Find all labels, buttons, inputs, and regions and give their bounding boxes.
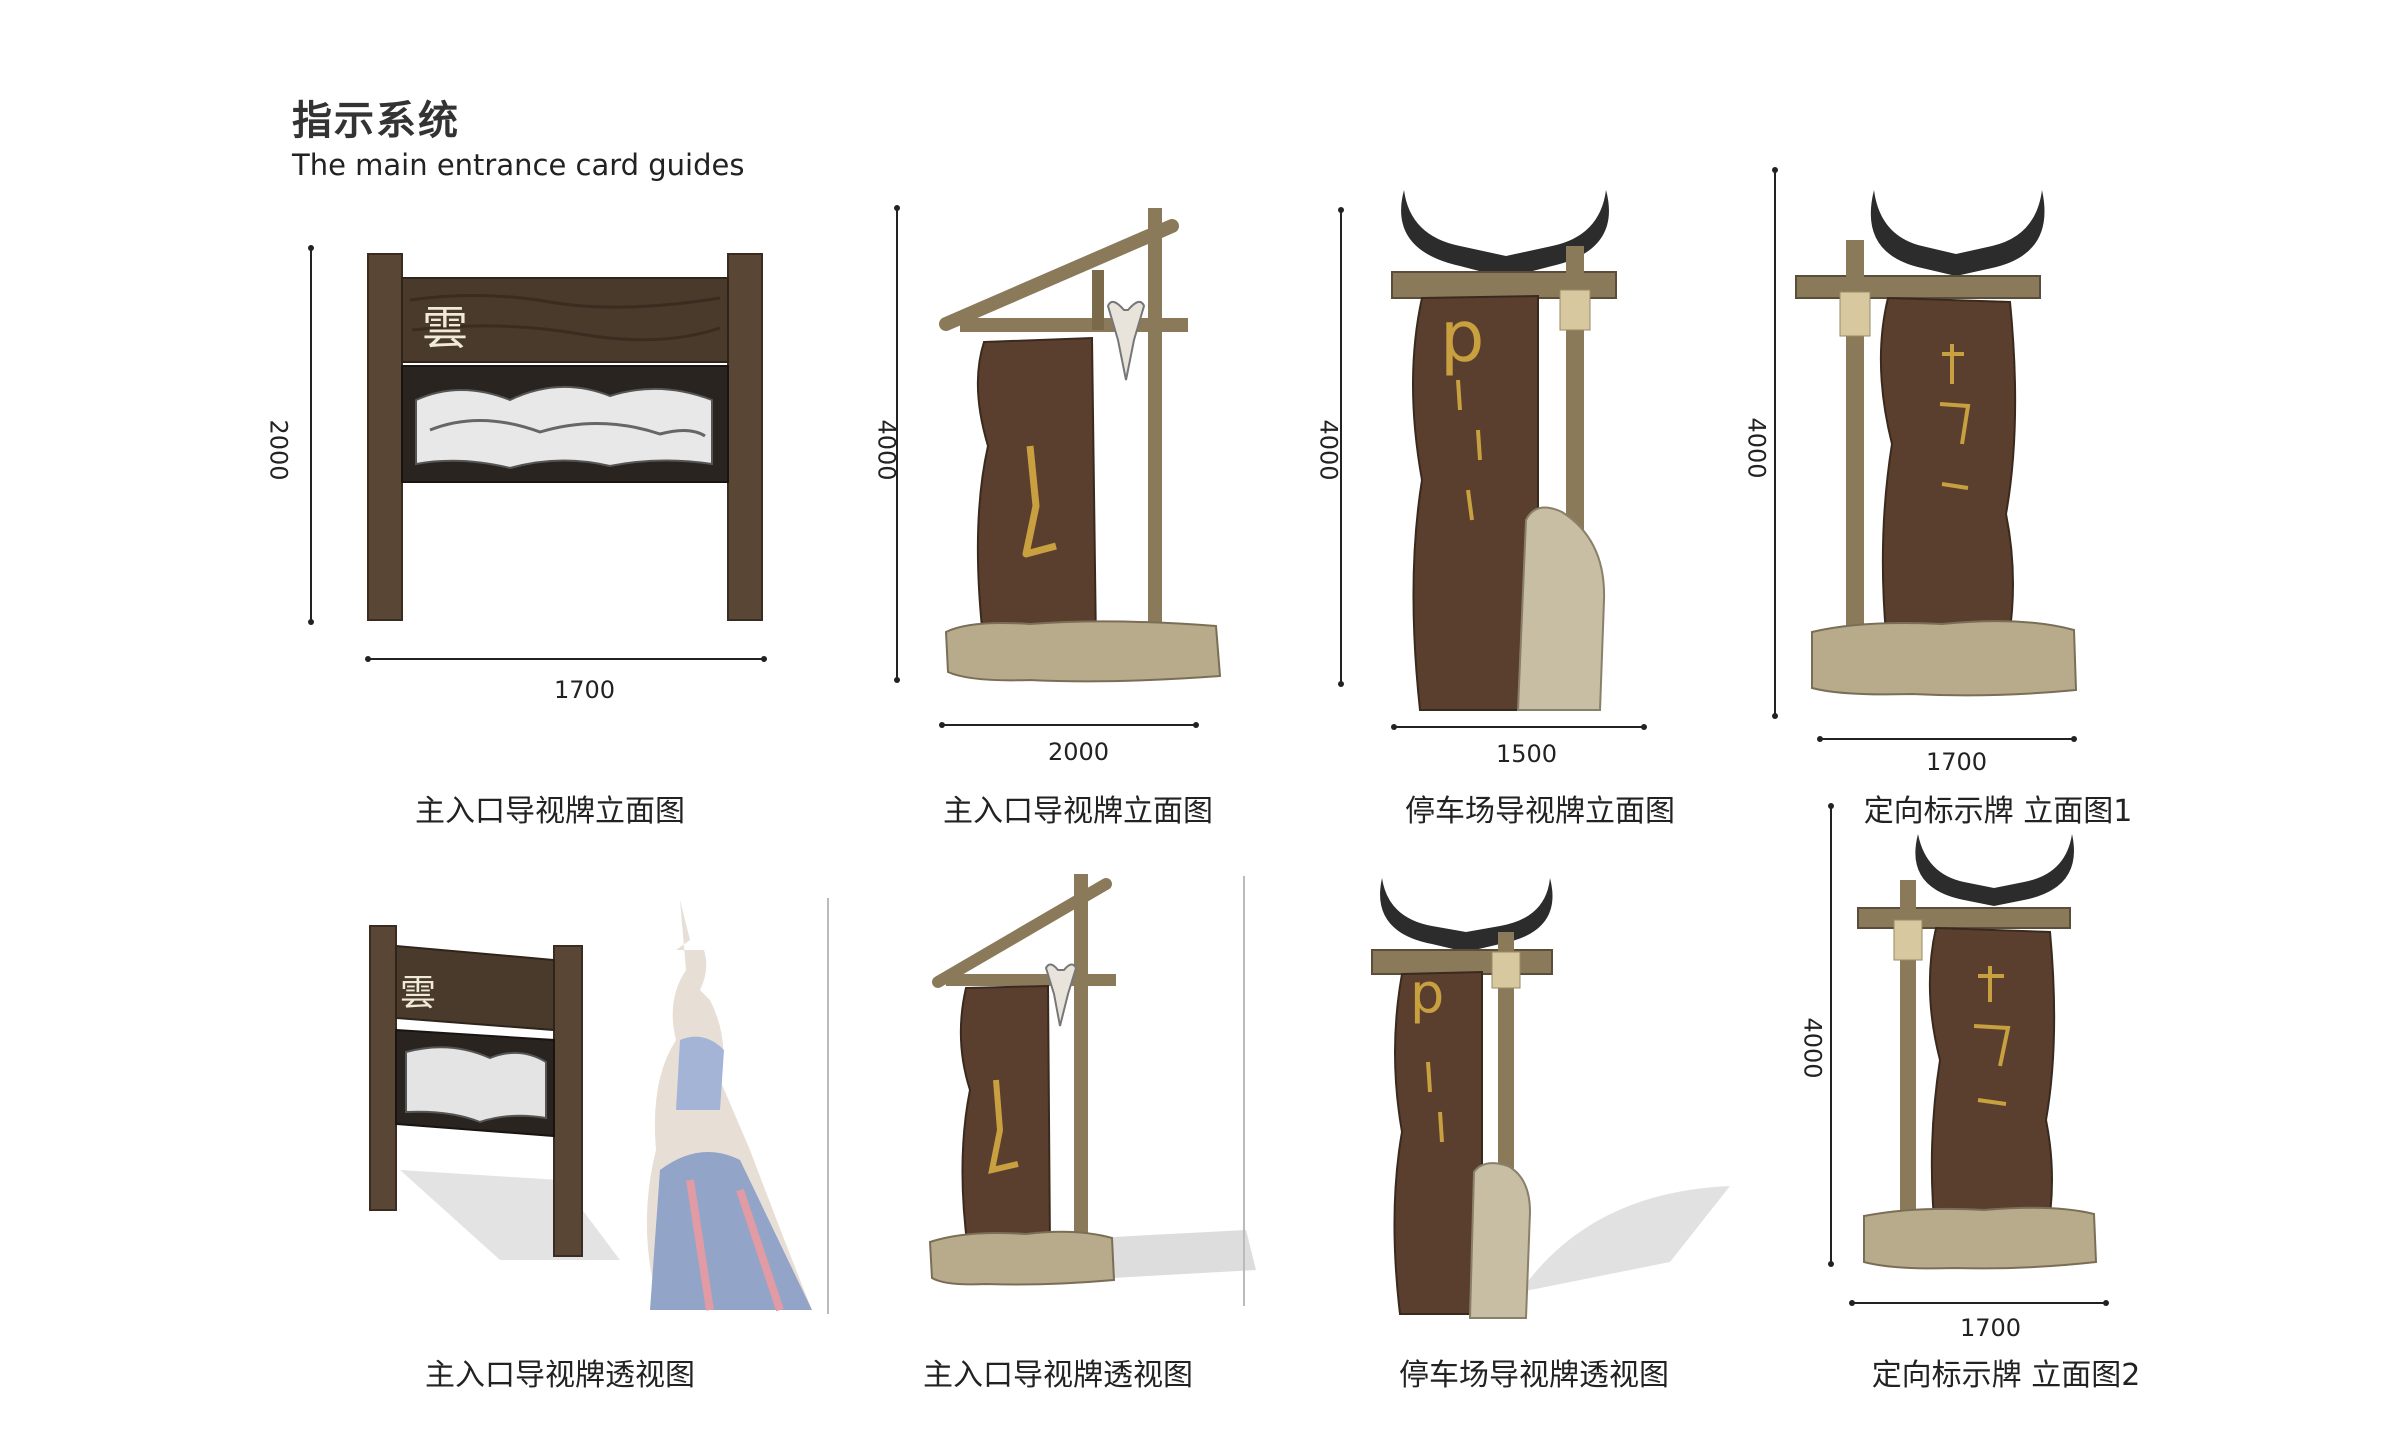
parking-glyph: p [1440,296,1485,378]
gate-perspective-drawing [928,874,1256,1306]
height-dimension-line [896,208,898,680]
width-dimension-line [368,658,764,660]
parking-glyph: p [1410,962,1445,1025]
width-dimension-label: 1500 [1496,740,1558,768]
section-subtitle: The main entrance card guides [292,148,745,182]
width-dimension-label: 1700 [1960,1314,2022,1342]
sign-glyph: 雲 [400,973,437,1014]
width-dimension-line [1394,726,1644,728]
height-dimension-line [1340,210,1342,684]
parking-sign-drawing [1391,190,1617,711]
figure-caption: 主入口导视牌立面图 [943,794,1213,829]
direction-sign-drawing [1795,190,2078,697]
figure-caption: 主入口导视牌透视图 [425,1358,695,1393]
main-entrance-perspective-drawing [369,898,829,1314]
width-dimension-line [1852,1302,2106,1304]
height-dimension-label: 4000 [1798,1017,1827,1079]
height-dimension-line [310,248,312,622]
height-dimension-label: 4000 [1742,417,1771,479]
figure-caption: 主入口导视牌透视图 [923,1358,1193,1393]
width-dimension-label: 2000 [1048,738,1110,766]
parking-perspective-drawing [1371,878,1730,1319]
gate-sign-drawing [939,208,1222,683]
section-title: 指示系统 [292,98,460,144]
width-dimension-label: 1700 [1926,748,1988,776]
figure-caption: 停车场导视牌透视图 [1399,1358,1669,1393]
height-dimension-line [1774,170,1776,716]
width-dimension-line [1820,738,2074,740]
figure-caption: 定向标示牌 立面图2 [1871,1358,2141,1393]
height-dimension-label: 4000 [872,419,901,481]
height-dimension-label: 2000 [264,419,293,481]
figure-caption: 定向标示牌 立面图1 [1863,794,2133,829]
figure-caption: 主入口导视牌立面图 [415,794,685,829]
height-dimension-label: 4000 [1314,419,1343,481]
height-dimension-line [1830,806,1832,1264]
direction-sign-drawing [1857,834,2098,1270]
sign-glyph: 雲 [422,301,468,355]
width-dimension-line [942,724,1196,726]
figure-caption: 停车场导视牌立面图 [1405,794,1675,829]
width-dimension-label: 1700 [554,676,616,704]
main-entrance-sign-drawing [367,253,763,621]
